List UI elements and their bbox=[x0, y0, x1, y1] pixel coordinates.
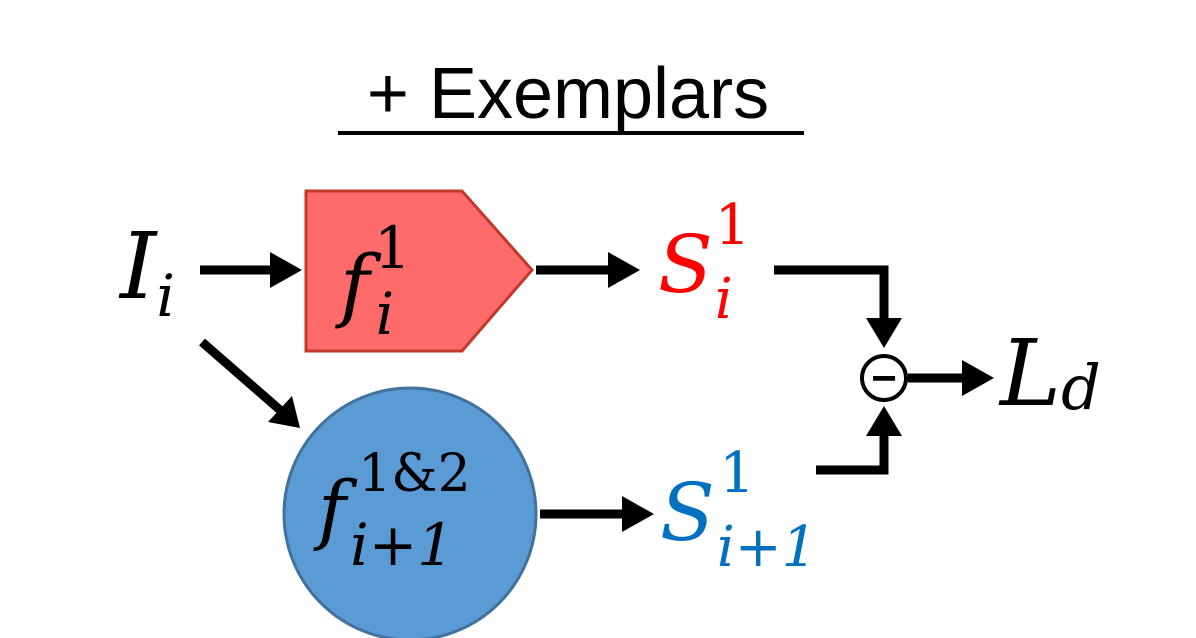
input-label: Ii bbox=[118, 213, 175, 330]
new-model-block bbox=[282, 386, 538, 638]
arrow-new-output-to-subtract bbox=[816, 432, 889, 475]
arrow-input-to-new-model bbox=[199, 338, 283, 414]
arrow-old-output-to-subtract bbox=[774, 265, 889, 322]
arrowhead bbox=[622, 496, 654, 532]
arrowhead bbox=[866, 318, 902, 348]
diagram-title: + Exemplars bbox=[367, 54, 769, 134]
arrowhead bbox=[962, 360, 994, 396]
old-output-label: Si1 bbox=[658, 193, 750, 332]
arrowhead bbox=[866, 406, 902, 436]
subtract-symbol: − bbox=[871, 354, 897, 403]
arrows bbox=[199, 252, 994, 532]
arrowhead bbox=[608, 252, 640, 288]
new-output-label: Si+11 bbox=[660, 441, 817, 580]
arrowhead bbox=[270, 252, 302, 288]
arrowhead bbox=[268, 396, 300, 428]
subtract-operator bbox=[860, 354, 908, 402]
old-model-block bbox=[304, 189, 534, 353]
loss-label: Ld bbox=[998, 320, 1101, 427]
